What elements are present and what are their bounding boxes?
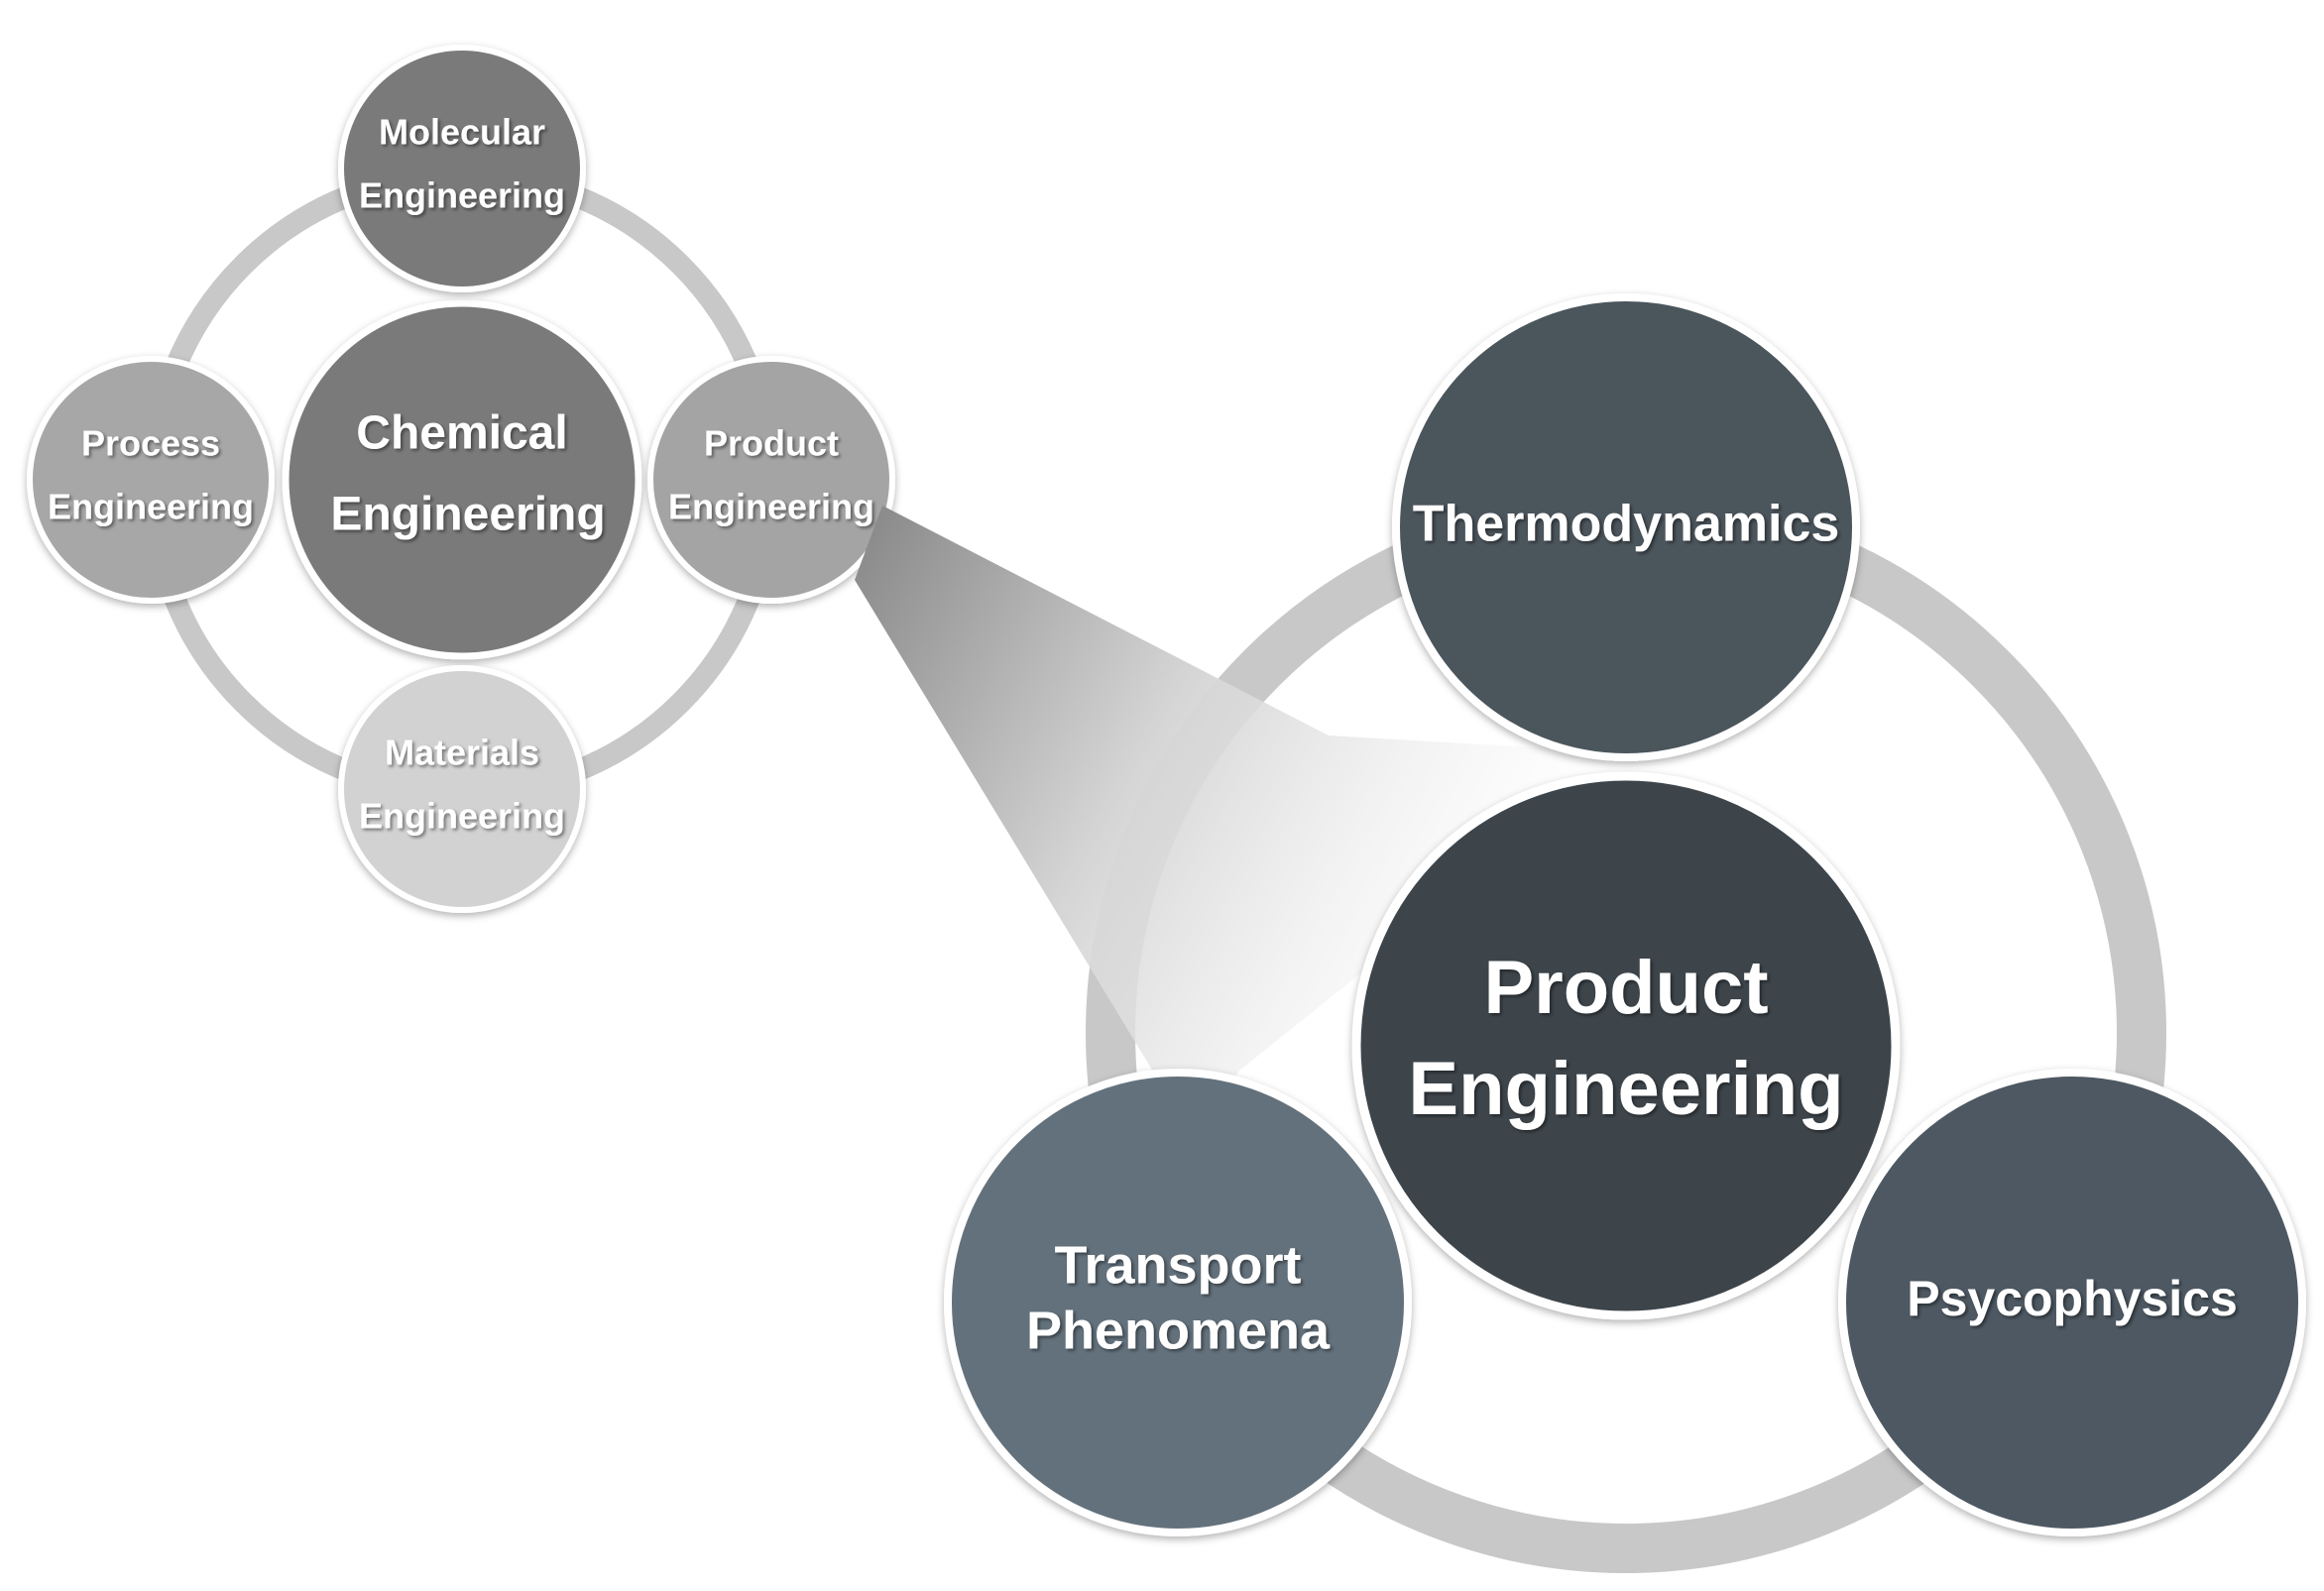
- process-engineering-label-line2: Engineering: [48, 487, 254, 527]
- transport-phenomena-label-line1: Transport: [1054, 1235, 1301, 1295]
- psycophysics-circle: [1838, 1069, 2306, 1536]
- transport-phenomena-circle: [944, 1069, 1412, 1536]
- product-engineering-label-line1: Product: [1483, 946, 1768, 1030]
- molecular-engineering-label-line1: Molecular: [379, 112, 545, 153]
- product-engineering-small-circle: [647, 356, 895, 604]
- chemical-engineering-circle: [282, 299, 642, 660]
- materials-engineering-label-line1: Materials: [385, 733, 539, 773]
- materials-engineering-circle: [338, 665, 586, 913]
- product-engineering-small-label-line2: Engineering: [668, 487, 874, 527]
- chemical-engineering-node: Chemical Engineering: [282, 299, 642, 660]
- materials-engineering-node: Materials Engineering: [338, 665, 586, 913]
- molecular-engineering-node: Molecular Engineering: [338, 45, 586, 292]
- thermodynamics-circle: [1392, 293, 1860, 761]
- molecular-engineering-circle: [338, 45, 586, 292]
- psycophysics-label: Psycophysics: [1907, 1271, 2238, 1326]
- product-engineering-circle: [1351, 771, 1901, 1320]
- process-engineering-label-line1: Process: [81, 423, 220, 464]
- molecular-engineering-label-line2: Engineering: [359, 175, 565, 216]
- materials-engineering-label-line2: Engineering: [359, 796, 565, 837]
- thermodynamics-label: Thermodynamics: [1413, 496, 1840, 553]
- product-engineering-small-label-line1: Product: [704, 423, 839, 464]
- product-engineering-small-node: Product Engineering: [647, 356, 895, 604]
- transport-phenomena-node: Transport Phenomena: [944, 1069, 1412, 1536]
- large-cluster: Thermodynamics Psycophysics Transport Ph…: [855, 293, 2306, 1573]
- product-engineering-node: Product Engineering: [1351, 771, 1901, 1320]
- product-engineering-label-line2: Engineering: [1408, 1047, 1843, 1131]
- psycophysics-node: Psycophysics: [1838, 1069, 2306, 1536]
- process-engineering-node: Process Engineering: [27, 356, 275, 604]
- thermodynamics-node: Thermodynamics: [1392, 293, 1860, 761]
- process-engineering-circle: [27, 356, 275, 604]
- transport-phenomena-label-line2: Phenomena: [1026, 1301, 1331, 1360]
- chemical-engineering-label-line1: Chemical: [356, 407, 567, 460]
- chemical-engineering-label-line2: Engineering: [330, 489, 605, 541]
- small-cluster: Chemical Engineering Molecular Engineeri…: [27, 45, 895, 913]
- zoom-beam: [855, 506, 1636, 1140]
